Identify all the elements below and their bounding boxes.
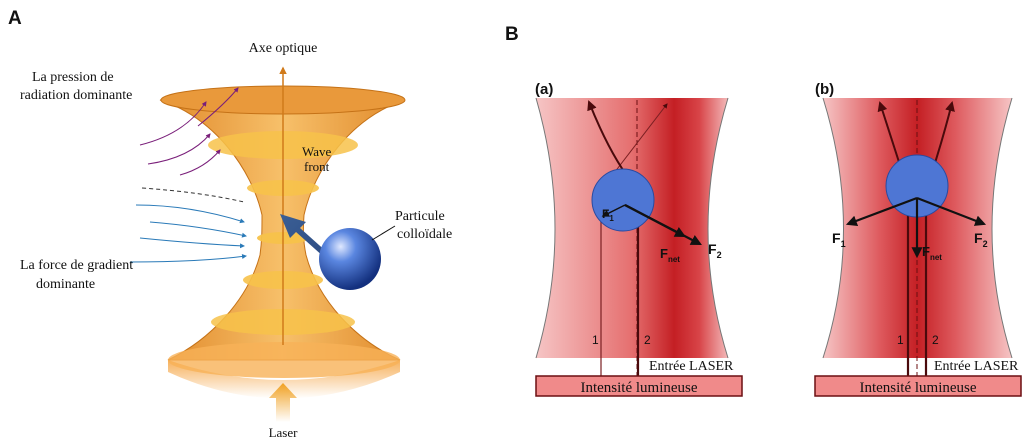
ray-1-a-label: 1 bbox=[592, 333, 599, 347]
force-fnet-a bbox=[624, 204, 686, 238]
pressure-arrow-4 bbox=[179, 149, 221, 176]
fnet-b-label: Fnet bbox=[922, 244, 942, 262]
gradient-label-1: La force de gradient bbox=[20, 258, 133, 273]
pressure-label-1: La pression de bbox=[32, 70, 114, 85]
equilibrium-dashed-line bbox=[141, 187, 245, 203]
pressure-arrow-1 bbox=[197, 87, 239, 127]
laser-arrow bbox=[269, 383, 297, 422]
pressure-arrow-2 bbox=[139, 101, 207, 146]
gradient-label-2: dominante bbox=[36, 277, 95, 292]
panel-a: A Axe optique Laser Wave front La pressi… bbox=[8, 8, 452, 440]
ray-2-a-label: 2 bbox=[644, 333, 651, 347]
particle-label-1: Particule bbox=[395, 209, 445, 224]
wave-front-label-1: Wave bbox=[302, 144, 331, 159]
gradient-arrow-3 bbox=[139, 237, 245, 249]
intensity-bar-b bbox=[814, 375, 1022, 397]
panel-a-letter: A bbox=[8, 8, 22, 29]
wave-front-label-2: front bbox=[304, 159, 330, 174]
force-f1-a bbox=[601, 204, 626, 217]
pressure-arrow-3 bbox=[147, 133, 211, 165]
f1-a-label: F1 bbox=[602, 207, 614, 223]
pressure-label-2: radiation dominante bbox=[20, 88, 132, 103]
particle-a bbox=[591, 168, 655, 232]
colloidal-particle bbox=[319, 228, 381, 290]
subpanel-a: (a) F1 F2 Fnet 1 2 Entrée LASER Intensit… bbox=[535, 81, 743, 397]
gradient-arrow-4 bbox=[129, 254, 247, 263]
intensity-label-a: Intensité lumineuse bbox=[580, 380, 697, 396]
force-f1-b bbox=[845, 196, 918, 227]
panel-b-letter: B bbox=[505, 24, 519, 45]
entry-laser-b: Entrée LASER bbox=[934, 359, 1019, 374]
force-f2-b bbox=[916, 196, 987, 226]
gradient-arrow-1 bbox=[135, 204, 245, 224]
gradient-arrow-2 bbox=[149, 221, 247, 238]
f1-b-label: F1 bbox=[832, 230, 846, 249]
f2-a-label: F2 bbox=[708, 241, 722, 260]
entry-laser-a: Entrée LASER bbox=[649, 359, 734, 374]
ray-2-b-label: 2 bbox=[932, 333, 939, 347]
subpanel-b-tag: (b) bbox=[815, 81, 834, 98]
subpanel-a-tag: (a) bbox=[535, 81, 553, 98]
subpanel-b: (b) F1 F2 Fnet 1 2 Entrée LASER Intensit… bbox=[814, 81, 1022, 397]
particle-pointer-line bbox=[371, 225, 396, 241]
panel-b: B (a) F1 F2 Fnet 1 2 Entrée LASER bbox=[505, 24, 1022, 397]
laser-label: Laser bbox=[269, 425, 299, 440]
particle-label-2: colloïdale bbox=[397, 227, 452, 242]
f2-b-label: F2 bbox=[974, 230, 988, 249]
optical-axis-label: Axe optique bbox=[249, 41, 318, 56]
beam-bottom-glow bbox=[168, 360, 400, 399]
fnet-a-label: Fnet bbox=[660, 246, 680, 264]
intensity-bar-a bbox=[535, 375, 743, 397]
intensity-label-b: Intensité lumineuse bbox=[859, 380, 976, 396]
ray-1-b-label: 1 bbox=[897, 333, 904, 347]
